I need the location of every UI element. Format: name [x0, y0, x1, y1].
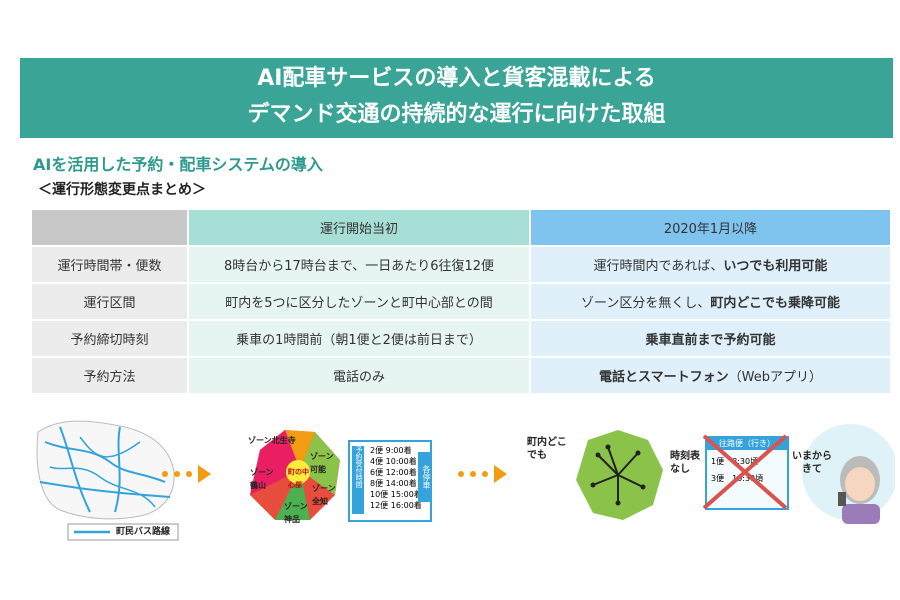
after-tail: （Webアプリ） — [728, 370, 822, 385]
after-bold: 乗車直前まで予約可能 — [645, 333, 776, 348]
timetable-row: 10便 15:00着 — [370, 490, 422, 499]
table-header-empty — [32, 210, 187, 245]
now-label: いまからきて — [792, 451, 832, 475]
zone-label-5: ゾーン神品 — [284, 502, 308, 524]
title-line-1: AI配車サービスの導入と貨客混載による — [257, 66, 656, 91]
after-plain: 運行時間内であれば、 — [593, 259, 724, 274]
cross-mark — [702, 434, 788, 510]
anywhere-label: 町内どこでも — [527, 437, 567, 461]
timetable-side-label: 予約受付時間 — [352, 446, 364, 514]
after-bold: いつでも利用可能 — [723, 259, 828, 274]
row-after: 電話とスマートフォン（Webアプリ） — [531, 358, 890, 393]
bus-route-map — [36, 420, 179, 541]
after-bold: 町内どこでも乗降可能 — [710, 296, 840, 311]
progress-arrow-1 — [162, 463, 211, 483]
crossed-timetable-title: 往路便（行き） — [707, 438, 787, 450]
no-timetable-label: 時刻表なし — [670, 451, 700, 475]
after-plain: ゾーン区分を無くし、 — [581, 296, 711, 311]
timetable-row: 12便 16:00着 — [370, 501, 422, 510]
row-after: ゾーン区分を無くし、町内どこでも乗降可能 — [531, 284, 890, 319]
table-row: 予約締切時刻 乗車の1時間前（朝1便と2便は前日まで） 乗車直前まで予約可能 — [32, 321, 890, 356]
timetable-row: 4便 10:00着 — [370, 457, 417, 466]
section-title: ＜運行形態変更点まとめ＞ — [38, 182, 206, 198]
anywhere-map — [576, 430, 663, 520]
after-bold: 電話とスマートフォン — [599, 370, 729, 385]
title-banner: AI配車サービスの導入と貨客混載による デマンド交通の持続的な運行に向けた取組 — [20, 58, 893, 138]
zone-label-3: ゾーン鶴山 — [250, 468, 274, 490]
zone-label-1: ゾーン北生寺 — [248, 436, 296, 445]
timetable-dest: 各停車 — [418, 452, 432, 502]
row-after: 乗車直前まで予約可能 — [531, 321, 890, 356]
table-row: 運行時間帯・便数 8時台から17時台まで、一日あたり6往復12便 運行時間内であ… — [32, 247, 890, 282]
table-header-before: 運行開始当初 — [189, 210, 529, 245]
title-line-2: デマンド交通の持続的な運行に向けた取組 — [247, 102, 666, 127]
row-before: 電話のみ — [189, 358, 529, 393]
table-header-after: 2020年1月以降 — [531, 210, 890, 245]
row-label: 予約方法 — [32, 358, 187, 393]
table-row: 運行区間 町内を5つに区分したゾーンと町中心部との間 ゾーン区分を無くし、町内ど… — [32, 284, 890, 319]
row-before: 町内を5つに区分したゾーンと町中心部との間 — [189, 284, 529, 319]
row-label: 運行時間帯・便数 — [32, 247, 187, 282]
zone-label-4: ゾーン全知 — [312, 484, 336, 506]
row-before: 乗車の1時間前（朝1便と2便は前日まで） — [189, 321, 529, 356]
zone-label-2: ゾーン可能 — [310, 452, 334, 474]
bus-route-legend: 町民バス路線 — [116, 527, 171, 537]
comparison-table: 運行開始当初 2020年1月以降 運行時間帯・便数 8時台から17時台まで、一日… — [30, 208, 892, 395]
timetable-row: 2便 9:00着 — [370, 446, 412, 455]
row-label: 予約締切時刻 — [32, 321, 187, 356]
row-label: 運行区間 — [32, 284, 187, 319]
table-header-row: 運行開始当初 2020年1月以降 — [32, 210, 890, 245]
zone-label-center: 町の中心部 — [288, 468, 309, 489]
subtitle: AIを活用した予約・配車システムの導入 — [33, 155, 323, 174]
timetable-row: 6便 12:00着 — [370, 468, 417, 477]
timetable-row: 8便 14:00着 — [370, 479, 417, 488]
table-row: 予約方法 電話のみ 電話とスマートフォン（Webアプリ） — [32, 358, 890, 393]
zone-map — [250, 430, 340, 520]
row-after: 運行時間内であれば、いつでも利用可能 — [531, 247, 890, 282]
row-before: 8時台から17時台まで、一日あたり6往復12便 — [189, 247, 529, 282]
elderly-person-illustration — [802, 424, 895, 524]
progress-arrow-2 — [458, 463, 507, 483]
